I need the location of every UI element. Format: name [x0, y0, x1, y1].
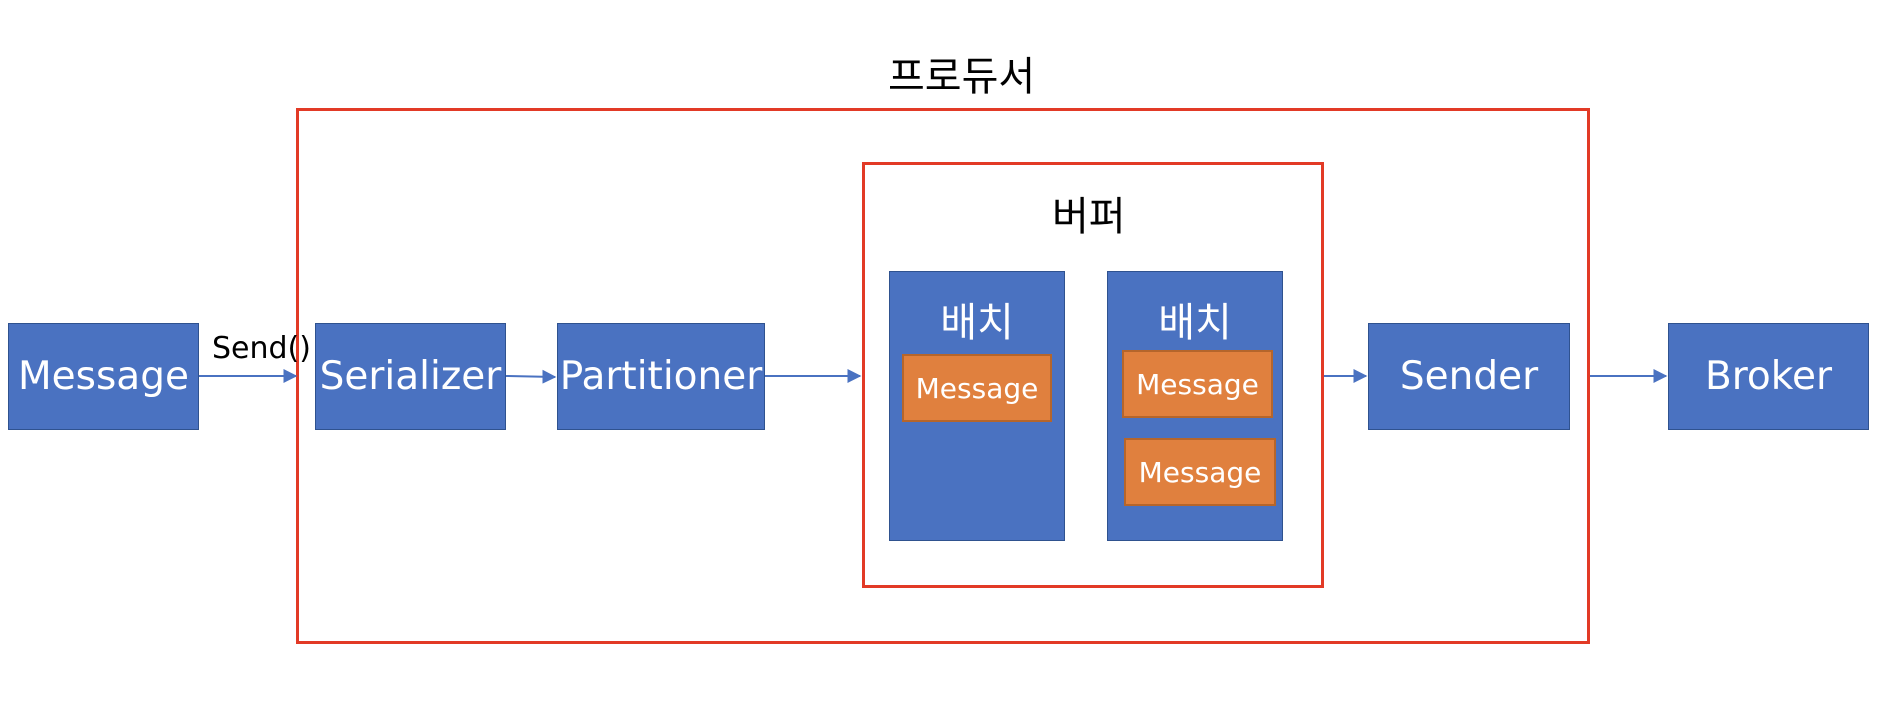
buffer-frame: [862, 162, 1324, 588]
message-node: Message: [8, 323, 199, 430]
batch-2-message-1: Message: [1122, 350, 1273, 418]
partitioner-node: Partitioner: [557, 323, 765, 430]
batch-1-title: 배치: [940, 300, 1014, 346]
batch-1-message-1: Message: [902, 354, 1052, 422]
buffer-title: 버퍼: [1052, 194, 1126, 240]
sender-node: Sender: [1368, 323, 1570, 430]
producer-title: 프로듀서: [888, 54, 1036, 100]
send-label: Send(): [212, 331, 311, 366]
batch-2-message-2: Message: [1124, 438, 1276, 506]
batch-2-title: 배치: [1158, 300, 1232, 346]
broker-node: Broker: [1668, 323, 1869, 430]
producer-frame: [296, 108, 1590, 644]
serializer-node: Serializer: [315, 323, 506, 430]
